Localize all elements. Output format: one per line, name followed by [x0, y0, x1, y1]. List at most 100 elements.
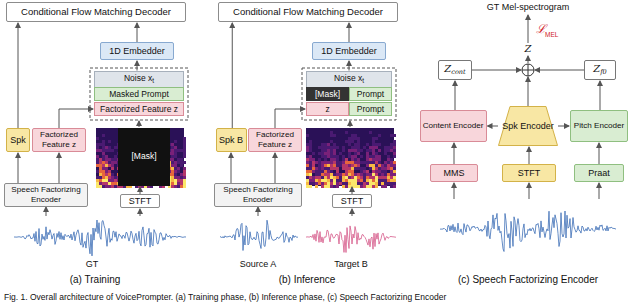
spectrogram-cell	[108, 158, 111, 161]
spectrogram-cell	[360, 155, 363, 158]
spectrogram-cell	[312, 152, 315, 155]
spectrogram-cell	[315, 173, 318, 176]
arrow	[352, 209, 353, 216]
spectrogram-cell	[321, 182, 324, 185]
spectrogram-cell	[336, 173, 339, 176]
spectrogram-cell	[309, 161, 312, 164]
spectrogram-cell	[321, 167, 324, 170]
spectrogram-cell	[102, 146, 105, 149]
spectrogram-cell	[336, 182, 339, 185]
spectrogram-cell	[345, 176, 348, 179]
waveform	[220, 220, 298, 250]
spectrogram-cell	[174, 167, 177, 170]
spectrogram-cell	[378, 161, 381, 164]
spectrogram-cell	[372, 176, 375, 179]
spectrogram-cell	[339, 152, 342, 155]
spectrogram-cell	[114, 179, 117, 182]
spectrogram-cell	[369, 164, 372, 167]
spectrogram-cell	[351, 176, 354, 179]
connector-arrow	[488, 126, 499, 127]
spectrogram-cell	[369, 131, 372, 134]
spectrogram-cell	[99, 167, 102, 170]
node-text: Conditional Flow Matching Decoder	[21, 6, 171, 17]
spectrogram-cell	[381, 173, 384, 176]
spectrogram-cell	[342, 176, 345, 179]
spectrogram-cell	[105, 167, 108, 170]
spectrogram-cell	[375, 158, 378, 161]
node-text: [Mask]	[315, 89, 340, 99]
spectrogram-cell	[333, 164, 336, 167]
node-label: Pitch Encoder	[574, 121, 624, 131]
arrow	[535, 70, 584, 71]
spectrogram-cell	[177, 167, 180, 170]
spectrogram-cell	[306, 176, 309, 179]
connector-arrow	[599, 143, 600, 164]
spectrogram-cell	[393, 179, 396, 182]
spectrogram-cell	[372, 185, 375, 188]
latent-label: Z	[522, 43, 534, 55]
spectrogram-cell	[357, 179, 360, 182]
spectrogram-cell	[381, 185, 384, 188]
spectrogram-cell	[171, 182, 174, 185]
embedder-box: 1D Embedder	[100, 42, 174, 60]
spectrogram-cell	[99, 173, 102, 176]
spectrogram-cell	[102, 182, 105, 185]
spectrogram-cell	[351, 164, 354, 167]
spectrogram-cell	[114, 161, 117, 164]
spectrogram-cell	[375, 167, 378, 170]
spectrogram-cell	[339, 179, 342, 182]
spectrogram-cell	[171, 158, 174, 161]
spectrogram-cell	[348, 161, 351, 164]
spectrogram-cell	[363, 176, 366, 179]
spectrogram-cell	[342, 164, 345, 167]
latent-box: Zf0	[584, 60, 616, 80]
spectrogram-cell	[369, 176, 372, 179]
spectrogram-cell	[306, 146, 309, 149]
spectrogram-cell	[318, 161, 321, 164]
spectrogram-cell	[390, 170, 393, 173]
sum-symbol	[522, 64, 534, 76]
spectrogram-cell	[318, 146, 321, 149]
spectrogram-cell	[171, 161, 174, 164]
spectrogram-cell	[108, 149, 111, 152]
spectrogram-cell	[366, 176, 369, 179]
spectrogram-cell	[342, 182, 345, 185]
spectrogram-cell	[99, 176, 102, 179]
spectrogram-cell	[372, 179, 375, 182]
spectrogram-cell	[318, 179, 321, 182]
node-text: Factorized Feature z	[256, 130, 294, 149]
spectrogram-cell	[105, 149, 108, 152]
spectrogram-cell	[333, 152, 336, 155]
spectrogram-cell	[390, 179, 393, 182]
spectrogram-cell	[183, 179, 186, 182]
spectrogram-cell	[315, 182, 318, 185]
node-text: Z	[444, 63, 451, 74]
spectrogram-cell	[372, 152, 375, 155]
spectrogram-cell	[345, 158, 348, 161]
figure-caption: Fig. 1. Overall architecture of VoicePro…	[4, 292, 446, 303]
spectrogram-cell	[111, 167, 114, 170]
mask-region	[118, 128, 170, 186]
spectrogram-cell	[99, 143, 102, 146]
spectrogram-cell	[330, 131, 333, 134]
spectrogram-cell	[372, 149, 375, 152]
spectrogram-cell	[333, 161, 336, 164]
spectrogram-cell	[333, 143, 336, 146]
spectrogram-cell	[381, 182, 384, 185]
spectrogram-cell	[333, 182, 336, 185]
node-label: Zcont	[444, 64, 465, 77]
spectrogram-cell	[354, 173, 357, 176]
panel-label: (a) Training	[40, 274, 150, 285]
spectrogram-cell	[180, 158, 183, 161]
spectrogram-cell	[309, 155, 312, 158]
spectrogram-cell	[393, 170, 396, 173]
spectrogram-cell	[309, 173, 312, 176]
node-label: STFT	[341, 196, 364, 206]
spectrogram-cell	[375, 185, 378, 188]
node-label: Prompt	[357, 104, 384, 114]
spectrogram-cell	[357, 146, 360, 149]
spectrogram-cell	[381, 164, 384, 167]
spectrogram-cell	[375, 182, 378, 185]
spectrogram-cell	[378, 170, 381, 173]
node-label: Praat	[588, 168, 610, 178]
